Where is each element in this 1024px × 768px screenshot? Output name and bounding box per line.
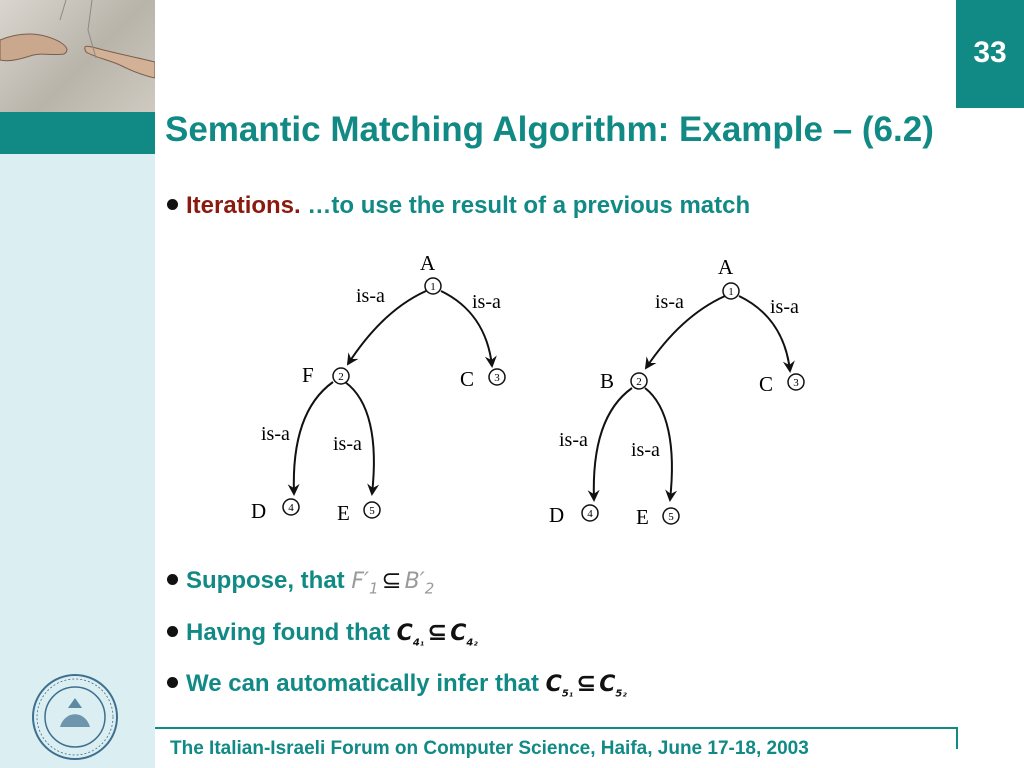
hands-image xyxy=(0,0,155,112)
edge-label: is-a xyxy=(559,429,588,451)
formula-subscript: 1 xyxy=(369,579,379,598)
footer-text: The Italian-Israeli Forum on Computer Sc… xyxy=(170,738,809,759)
node-number: 1 xyxy=(430,281,436,293)
bullet-text: Suppose, that xyxy=(186,567,352,594)
node-label: C xyxy=(759,372,773,396)
node-label: C xyxy=(460,367,474,391)
formula-subscript: 5₂ xyxy=(615,688,627,700)
node-number: 3 xyxy=(793,377,799,389)
bullet-infer: We can automatically infer that C5₁⊆C5₂ xyxy=(167,669,627,699)
node-circle xyxy=(332,367,350,385)
formula-subscript: 4₁ xyxy=(412,637,425,649)
formula-3: C5₁⊆C5₂ xyxy=(545,669,627,700)
formula-subscript: 4₂ xyxy=(466,637,478,649)
node-number: 5 xyxy=(369,505,375,517)
node-label: E xyxy=(337,501,350,525)
formula-lhs: C xyxy=(396,621,413,646)
formula-lhs: F′ xyxy=(351,569,369,594)
bullet-text: Having found that xyxy=(186,619,397,646)
edge-1-2 xyxy=(644,295,726,370)
footer-divider-tick xyxy=(956,727,958,749)
node-circle xyxy=(282,498,300,516)
formula-lhs: C xyxy=(545,672,562,697)
tree-1: is-a is-a is-a is-a A 1 F 2 C 3 D 4 E 5 xyxy=(251,251,506,525)
edge-1-3 xyxy=(440,290,497,368)
formula-subscript: 2 xyxy=(424,579,435,598)
subset-symbol: ⊆ xyxy=(381,566,402,594)
bullet-having-found: Having found that C4₁⊆C4₂ xyxy=(167,618,478,648)
bullet-dot xyxy=(167,626,178,638)
node-number: 4 xyxy=(288,502,294,514)
subset-symbol: ⊆ xyxy=(427,618,448,646)
edge-label: is-a xyxy=(261,423,290,445)
edge-2-4 xyxy=(587,387,633,502)
edge-label: is-a xyxy=(356,285,385,307)
university-seal xyxy=(32,674,118,760)
edge-label: is-a xyxy=(770,296,799,318)
node-number: 2 xyxy=(636,376,642,388)
bullet-dot xyxy=(167,574,178,586)
bullet-text: …to use the result of a previous match xyxy=(300,192,751,219)
node-circle xyxy=(424,277,442,295)
formula-rhs: C xyxy=(599,672,616,697)
edge-1-3 xyxy=(738,295,795,373)
node-label: B xyxy=(600,369,614,393)
subset-symbol: ⊆ xyxy=(576,669,597,697)
bullet-emphasis: Iterations. xyxy=(186,192,301,219)
node-circle xyxy=(363,501,381,519)
page-number-box xyxy=(956,0,1024,108)
formula-rhs: C xyxy=(450,621,467,646)
slide-title: Semantic Matching Algorithm: Example – (… xyxy=(165,110,934,149)
hands-illustration xyxy=(0,0,155,79)
formula-1: F′1⊆B′2 xyxy=(351,566,435,598)
formula-2: C4₁⊆C4₂ xyxy=(396,618,478,649)
node-circle xyxy=(630,372,648,390)
node-label: A xyxy=(718,255,734,279)
edge-label: is-a xyxy=(655,291,684,313)
node-label: F xyxy=(302,363,314,387)
node-circle xyxy=(581,504,599,522)
node-number: 1 xyxy=(728,286,734,298)
bullet-text: We can automatically infer that xyxy=(186,670,546,697)
bullet-dot xyxy=(167,677,178,689)
edge-1-2 xyxy=(346,290,427,366)
node-circle xyxy=(787,373,805,391)
bullet-iterations: Iterations. …to use the result of a prev… xyxy=(167,192,750,220)
node-number: 2 xyxy=(338,371,344,383)
node-label: D xyxy=(549,503,564,527)
edge-label: is-a xyxy=(472,291,501,313)
edge-label: is-a xyxy=(333,433,362,455)
node-label: A xyxy=(420,251,436,275)
edge-2-5 xyxy=(344,381,380,496)
node-circle xyxy=(722,282,740,300)
bullet-suppose: Suppose, that F′1⊆B′2 xyxy=(167,566,434,597)
node-circle xyxy=(662,507,680,525)
footer-divider xyxy=(155,727,958,729)
edge-2-4 xyxy=(287,381,334,496)
teal-band xyxy=(0,112,155,154)
node-number: 5 xyxy=(668,511,674,523)
node-label: E xyxy=(636,505,649,529)
node-number: 3 xyxy=(494,372,500,384)
formula-subscript: 5₁ xyxy=(561,688,574,700)
node-number: 4 xyxy=(587,508,593,520)
formula-rhs: B′ xyxy=(404,569,425,594)
tree-2: is-a is-a is-a is-a A 1 B 2 C 3 D 4 E 5 xyxy=(549,255,805,529)
node-label: D xyxy=(251,499,266,523)
edge-2-5 xyxy=(644,387,678,502)
edge-label: is-a xyxy=(631,439,660,461)
bullet-dot xyxy=(167,199,178,211)
node-circle xyxy=(488,368,506,386)
page-number: 33 xyxy=(973,36,1007,69)
